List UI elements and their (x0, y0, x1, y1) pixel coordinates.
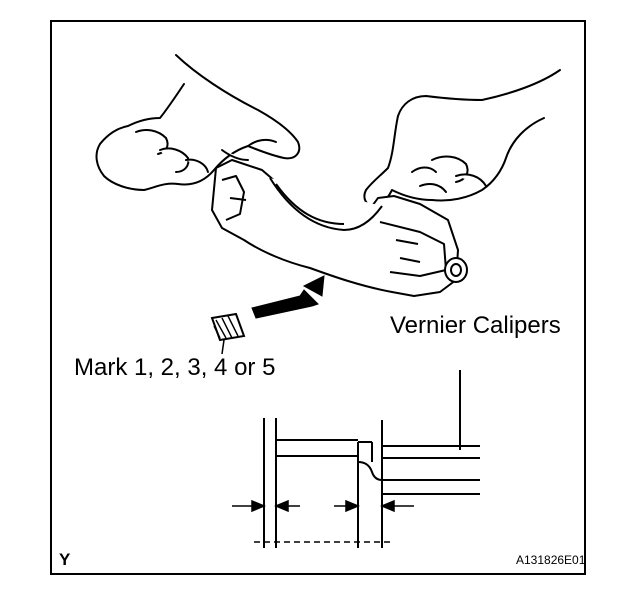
bearing-cap-icon (211, 159, 468, 297)
mark-label: Mark 1, 2, 3, 4 or 5 (74, 354, 276, 381)
illustration-frame (50, 20, 586, 575)
right-hand-icon (363, 69, 561, 207)
figure-code-label: A131826E01 (516, 553, 586, 567)
view-letter-label: Y (59, 550, 71, 569)
left-hand-icon (95, 54, 301, 191)
vernier-calipers-label: Vernier Calipers (390, 312, 561, 339)
mark-patch-icon (210, 312, 246, 355)
arrow-icon (251, 275, 325, 319)
dimension-arrows (232, 499, 414, 513)
vernier-calipers-icon (254, 418, 480, 548)
